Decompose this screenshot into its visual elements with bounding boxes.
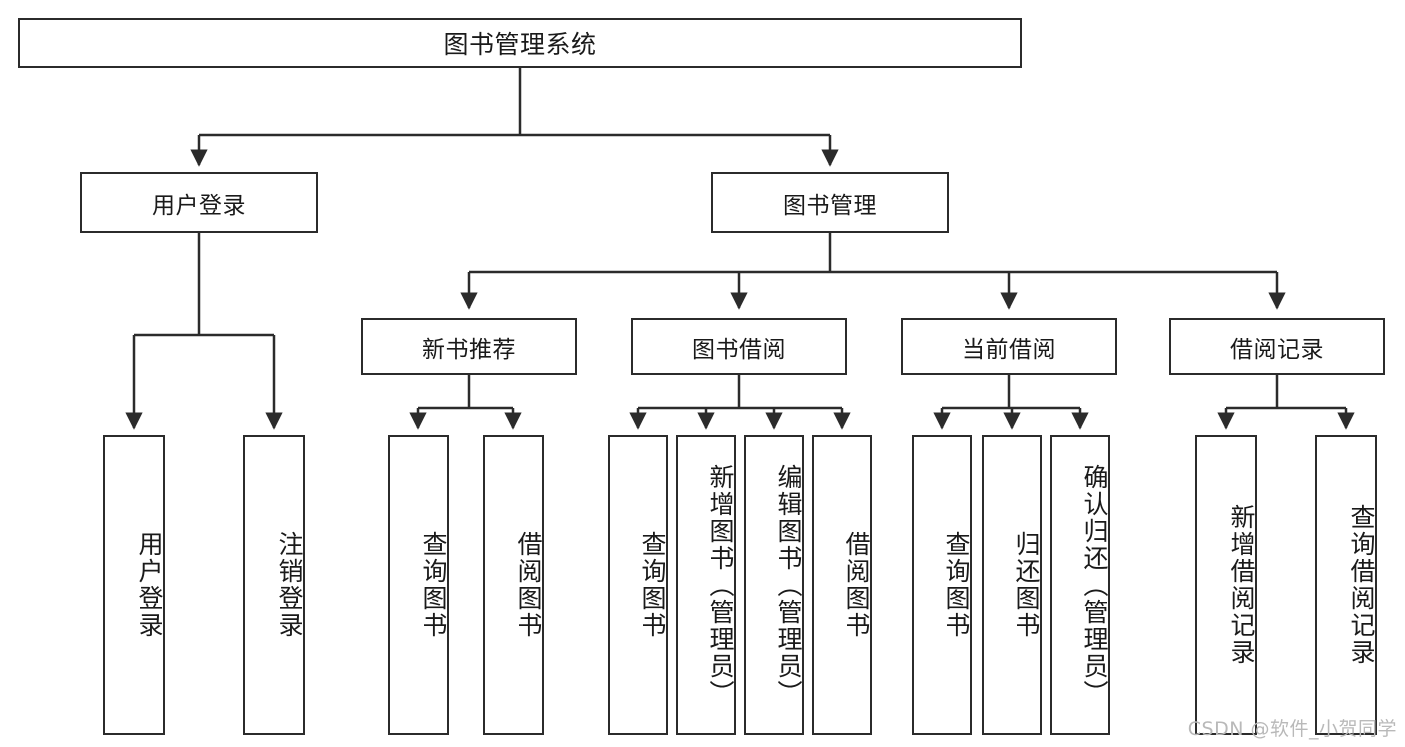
node-root-book-management-system[interactable]: 图书管理系统 <box>18 18 1022 68</box>
node-label: 编辑图书（管理员） <box>774 463 803 707</box>
node-label: 图书管理系统 <box>443 30 597 59</box>
leaf-borrow-record-query[interactable]: 查询借阅记录 <box>1315 435 1377 735</box>
node-label: 新增图书（管理员） <box>706 463 735 707</box>
node-label: 查询图书 <box>638 531 667 639</box>
node-label: 新增借阅记录 <box>1227 504 1256 666</box>
node-label: 用户登录 <box>152 192 246 219</box>
node-book-borrow[interactable]: 图书借阅 <box>631 318 847 375</box>
leaf-book-borrow-borrow[interactable]: 借阅图书 <box>812 435 872 735</box>
node-label: 借阅图书 <box>514 531 543 639</box>
node-user-login[interactable]: 用户登录 <box>80 172 318 233</box>
leaf-current-borrow-return[interactable]: 归还图书 <box>982 435 1042 735</box>
node-label: 查询借阅记录 <box>1347 504 1376 666</box>
node-label: 图书借阅 <box>692 336 786 363</box>
csdn-watermark: CSDN @软件_小贺同学 <box>1187 718 1397 740</box>
node-label: 当前借阅 <box>962 336 1056 363</box>
node-label: 用户登录 <box>135 531 164 639</box>
node-label: 注销登录 <box>275 531 304 639</box>
node-label: 新书推荐 <box>422 336 516 363</box>
leaf-book-borrow-query[interactable]: 查询图书 <box>608 435 668 735</box>
leaf-new-book-borrow[interactable]: 借阅图书 <box>483 435 544 735</box>
node-book-management[interactable]: 图书管理 <box>711 172 949 233</box>
leaf-current-borrow-confirm-return[interactable]: 确认归还（管理员） <box>1050 435 1110 735</box>
leaf-new-book-query[interactable]: 查询图书 <box>388 435 449 735</box>
node-label: 图书管理 <box>783 192 877 219</box>
node-label: 查询图书 <box>419 531 448 639</box>
node-label: 查询图书 <box>942 531 971 639</box>
leaf-book-borrow-edit[interactable]: 编辑图书（管理员） <box>744 435 804 735</box>
node-current-borrow[interactable]: 当前借阅 <box>901 318 1117 375</box>
node-new-book-recommend[interactable]: 新书推荐 <box>361 318 577 375</box>
node-label: 借阅图书 <box>842 531 871 639</box>
node-borrow-record[interactable]: 借阅记录 <box>1169 318 1385 375</box>
node-label: 借阅记录 <box>1230 336 1324 363</box>
leaf-current-borrow-query[interactable]: 查询图书 <box>912 435 972 735</box>
leaf-user-login-login[interactable]: 用户登录 <box>103 435 165 735</box>
leaf-user-login-logout[interactable]: 注销登录 <box>243 435 305 735</box>
leaf-borrow-record-add[interactable]: 新增借阅记录 <box>1195 435 1257 735</box>
leaf-book-borrow-add[interactable]: 新增图书（管理员） <box>676 435 736 735</box>
node-label: 归还图书 <box>1012 531 1041 639</box>
node-label: 确认归还（管理员） <box>1080 463 1109 707</box>
